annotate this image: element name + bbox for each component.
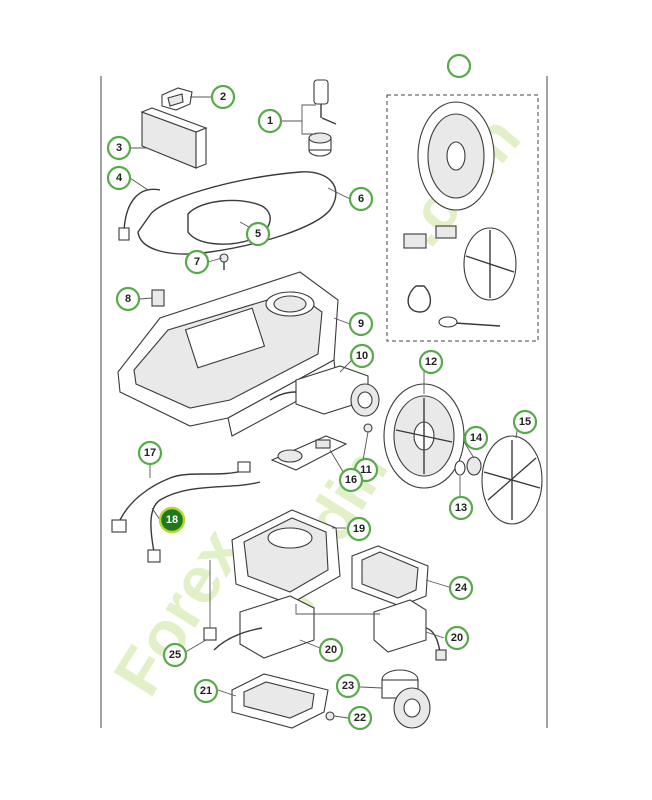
callout-23-label: 23 <box>342 680 354 692</box>
callout-7-label: 7 <box>194 256 200 268</box>
callout-16: 16 <box>338 467 364 493</box>
part-inset-clip <box>403 233 427 249</box>
part-cable-25-plug <box>203 627 217 641</box>
part-battery-pack-b <box>239 595 315 659</box>
part-battery-pack-a <box>373 599 447 661</box>
part-hub-nut <box>466 456 482 476</box>
callout-20-right: 20 <box>444 625 470 651</box>
part-cable-25 <box>213 627 263 651</box>
part-cable-plug <box>118 227 130 241</box>
part-wire-harness-17 <box>119 469 247 521</box>
callout-3: 3 <box>106 135 132 161</box>
callout-1: 1 <box>257 108 283 134</box>
part-hub-cap <box>481 435 543 525</box>
callout-19-label: 19 <box>353 523 365 535</box>
part-lower-housing <box>231 509 341 605</box>
part-chassis <box>117 271 339 437</box>
part-screw-7 <box>219 253 229 270</box>
callout-14: 14 <box>463 425 489 451</box>
callout-8: 8 <box>115 286 141 312</box>
part-drive-wheel <box>383 383 465 489</box>
callout-6: 6 <box>348 186 374 212</box>
part-boundary-wire <box>137 171 337 255</box>
part-inset-screwdriver-handle <box>438 316 458 328</box>
callout-8-label: 8 <box>125 293 131 305</box>
part-screw-11 <box>363 423 373 433</box>
part-battery-tray <box>351 545 429 607</box>
callout-14-label: 14 <box>470 432 483 444</box>
callout-4: 4 <box>106 165 132 191</box>
callout-5: 5 <box>245 221 271 247</box>
callout-25-label: 25 <box>169 649 181 661</box>
callout-17: 17 <box>137 440 163 466</box>
part-small-bracket <box>151 289 165 307</box>
callout-9: 9 <box>348 311 374 337</box>
callout-1-label: 1 <box>267 115 273 127</box>
callout-24: 24 <box>448 575 474 601</box>
part-inset-tool-scraper <box>407 285 431 313</box>
part-connector-assembly <box>308 79 337 157</box>
callout-10-label: 10 <box>356 350 368 362</box>
callout-20-left-label: 20 <box>325 644 337 656</box>
part-inset-wheel <box>417 101 495 211</box>
part-harness-plug-18 <box>147 549 161 563</box>
callout-3-label: 3 <box>116 142 122 154</box>
part-washer <box>454 460 466 476</box>
callout-24-label: 24 <box>455 582 468 594</box>
callout-21-label: 21 <box>200 685 212 697</box>
part-screw-22 <box>325 711 335 721</box>
callout-2-label: 2 <box>220 91 226 103</box>
callout-15: 15 <box>512 409 538 435</box>
part-connector-bracket <box>161 87 193 111</box>
part-rear-wheel <box>381 669 431 729</box>
part-sensor-board <box>270 435 348 471</box>
callout-23: 23 <box>335 673 361 699</box>
callout-17-label: 17 <box>144 447 156 459</box>
part-harness-plug-17b <box>237 461 251 473</box>
callout-4-label: 4 <box>116 172 123 184</box>
part-lower-gasket <box>231 673 329 729</box>
leader-lines <box>129 96 519 719</box>
callout-11-label: 11 <box>360 464 372 476</box>
callout-20-left: 20 <box>318 637 344 663</box>
callout-7: 7 <box>184 249 210 275</box>
callout-20-right-label: 20 <box>451 632 463 644</box>
callout-9-label: 9 <box>358 318 364 330</box>
callout-5-label: 5 <box>255 228 261 240</box>
callout-12: 12 <box>418 349 444 375</box>
callout-12-label: 12 <box>425 356 437 368</box>
part-wire-harness-18 <box>150 481 261 553</box>
callout-inset-top <box>446 53 472 79</box>
part-inset-hub-cap <box>463 227 517 301</box>
callout-15-label: 15 <box>519 416 531 428</box>
part-circuit-board <box>140 107 208 169</box>
callout-22: 22 <box>347 705 373 731</box>
callout-16-label: 16 <box>345 474 357 486</box>
callout-10: 10 <box>349 343 375 369</box>
callout-18-label: 18 <box>166 514 178 526</box>
part-inset-clip-2 <box>435 225 457 239</box>
part-drive-motor <box>269 365 380 417</box>
part-harness-plug-17 <box>111 519 127 533</box>
part-gasket <box>187 199 271 245</box>
wheel-detail-inset <box>386 94 539 342</box>
callout-25: 25 <box>162 642 188 668</box>
callout-13-label: 13 <box>455 502 467 514</box>
callout-19: 19 <box>346 516 372 542</box>
callout-13: 13 <box>448 495 474 521</box>
callout-22-label: 22 <box>354 712 366 724</box>
callout-2: 2 <box>210 84 236 110</box>
part-cable <box>123 188 161 231</box>
callout-6-label: 6 <box>358 193 364 205</box>
callout-21: 21 <box>193 678 219 704</box>
callout-18: 18 <box>158 506 186 534</box>
